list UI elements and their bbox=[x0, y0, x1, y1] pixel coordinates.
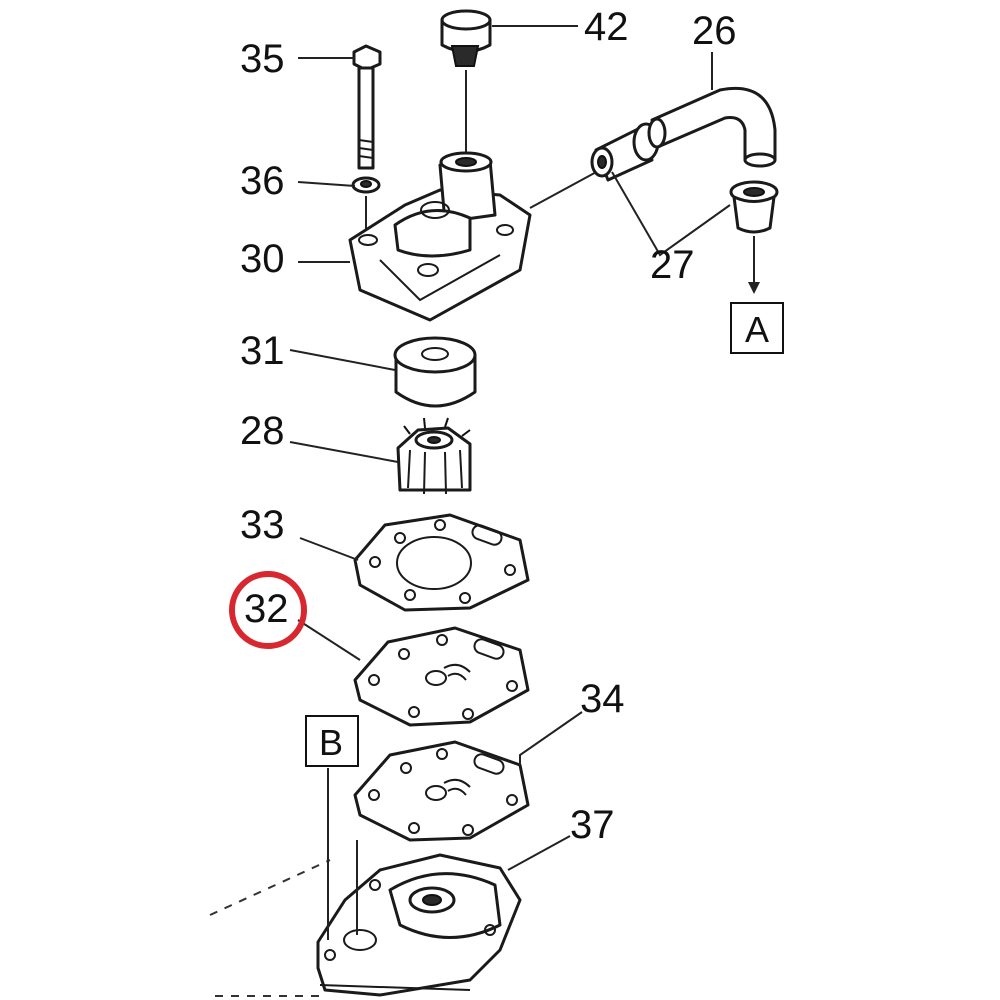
reference-box-b: B bbox=[305, 715, 359, 767]
part-27-grommet-upper bbox=[590, 122, 660, 182]
part-33-gasket bbox=[353, 513, 530, 612]
callout-31: 31 bbox=[240, 329, 285, 373]
reference-box-a: A bbox=[730, 302, 784, 354]
part-34-gasket bbox=[353, 740, 530, 842]
b-reference-lines bbox=[327, 768, 358, 940]
callout-32: 32 bbox=[244, 587, 289, 631]
dashed-guide-line bbox=[209, 859, 331, 916]
callout-27: 27 bbox=[650, 243, 695, 287]
part-27-grommet-lower bbox=[729, 180, 779, 294]
reference-box-b-label: B bbox=[319, 722, 343, 763]
part-36-washer bbox=[351, 176, 381, 236]
part-26-hose bbox=[647, 86, 777, 168]
part-35-bolt bbox=[352, 44, 382, 170]
reference-box-a-label: A bbox=[745, 309, 769, 350]
callout-42: 42 bbox=[584, 5, 629, 49]
callout-37: 37 bbox=[570, 803, 615, 847]
part-32-plate bbox=[353, 626, 530, 727]
callout-28: 28 bbox=[240, 409, 285, 453]
part-31-insert-cartridge bbox=[393, 336, 477, 408]
part-37-pump-base bbox=[316, 853, 522, 997]
highlight-circle-32 bbox=[229, 571, 307, 649]
part-42-cap bbox=[440, 9, 492, 160]
callout-26: 26 bbox=[692, 9, 737, 53]
callout-30: 30 bbox=[240, 237, 285, 281]
part-30-pump-housing bbox=[348, 151, 601, 322]
part-28-impeller bbox=[396, 417, 472, 495]
callout-35: 35 bbox=[240, 37, 285, 81]
leader-lines bbox=[289, 25, 731, 871]
callout-36: 36 bbox=[240, 159, 285, 203]
callout-33: 33 bbox=[240, 503, 285, 547]
callout-34: 34 bbox=[580, 677, 625, 721]
